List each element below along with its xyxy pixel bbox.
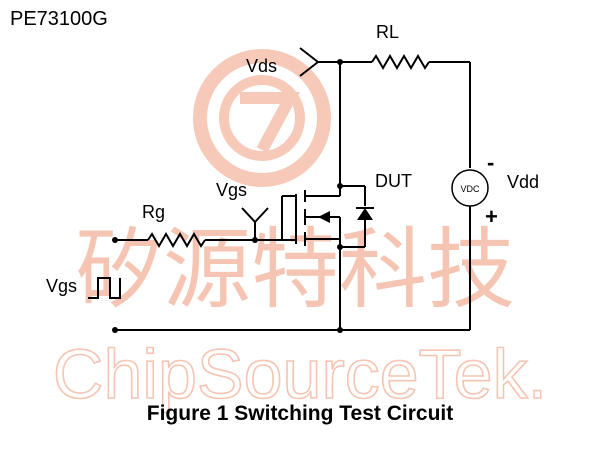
label-vds: Vds [246,56,277,76]
vgs-probe [241,207,269,243]
vgs-pulse-source [88,277,121,299]
resistor-rl [318,54,470,70]
vdc-text: VDC [460,184,480,194]
vdd-plus: + [485,204,498,229]
part-number: PE73100G [10,8,108,30]
vdc-source: VDC [451,169,489,207]
vdd-minus: - [487,150,494,175]
label-rg: Rg [142,202,165,222]
vds-probe [299,47,319,77]
label-vgs-source: Vgs [46,276,77,296]
watermark-logo [193,49,331,187]
resistor-rg [115,232,296,248]
figure-caption: Figure 1 Switching Test Circuit [146,402,454,425]
label-vdd: Vdd [507,172,539,192]
watermark-english: ChipSourceTek. [53,335,547,413]
label-dut: DUT [375,171,412,191]
label-rl: RL [376,22,399,42]
mosfet-dut [295,183,374,250]
label-vgs-node: Vgs [216,180,247,200]
